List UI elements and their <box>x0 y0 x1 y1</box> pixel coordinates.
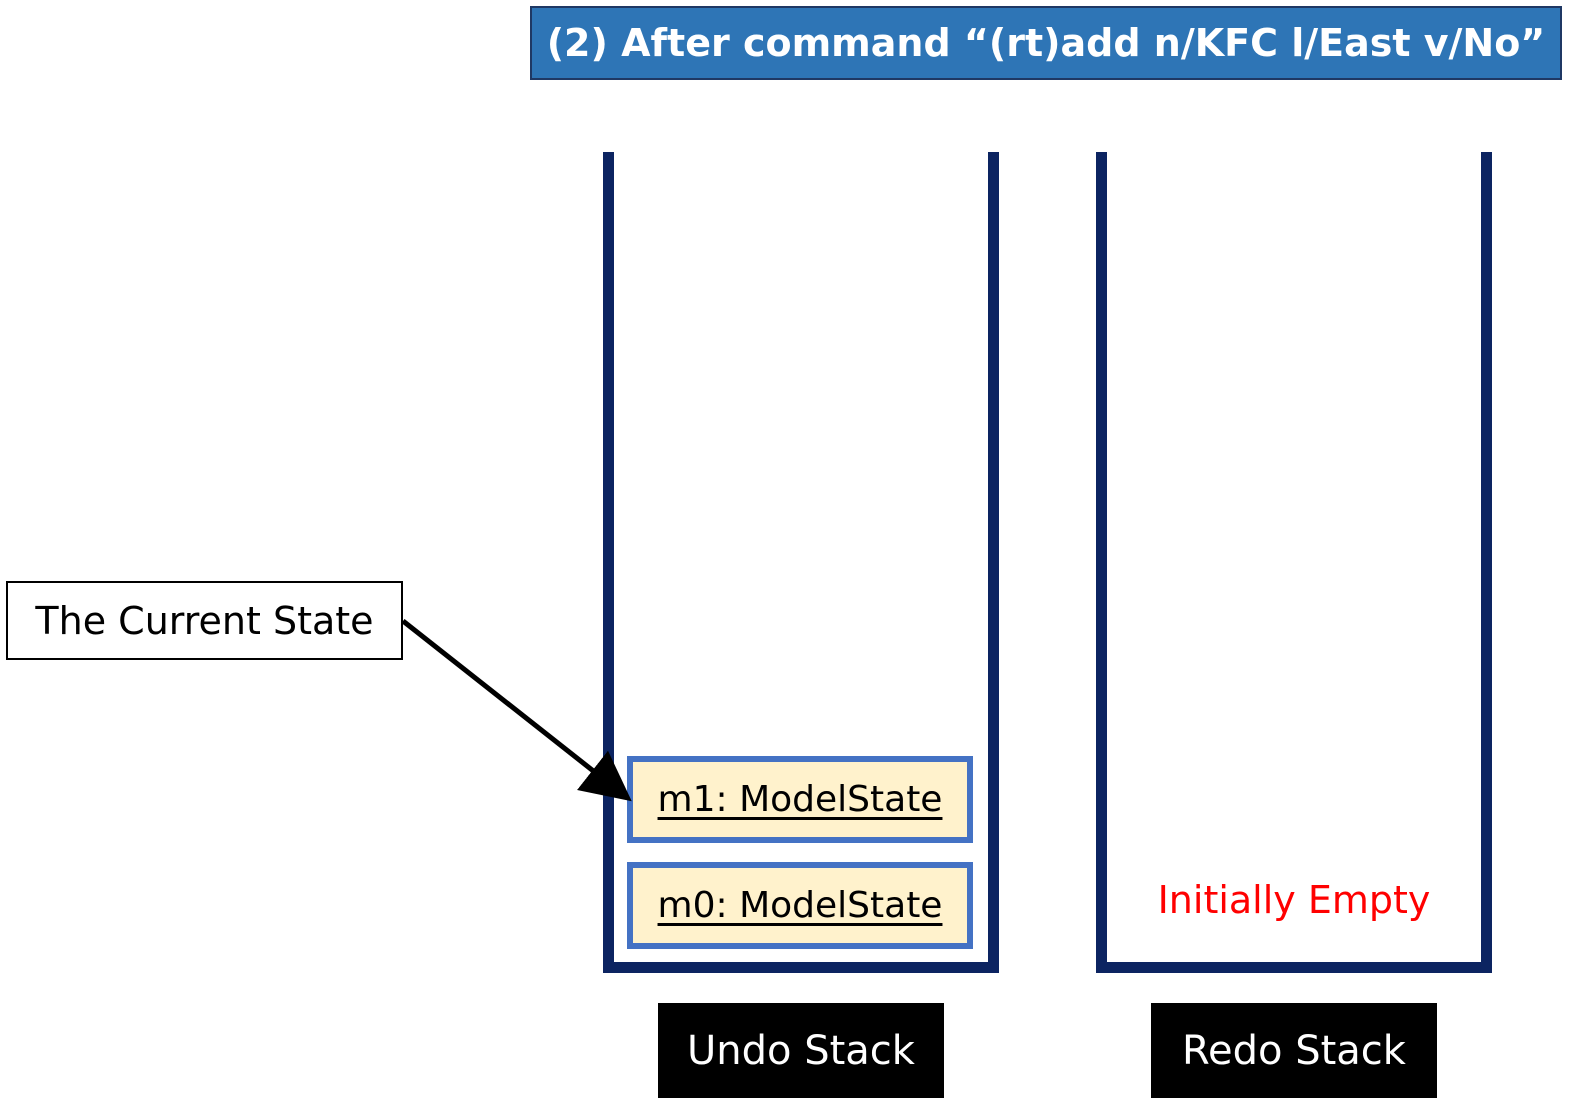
redo-empty-text: Initially Empty <box>1157 878 1431 922</box>
redo-stack-label-text: Redo Stack <box>1182 1027 1406 1074</box>
current-state-callout: The Current State <box>6 581 403 660</box>
title-banner: (2) After command “(rt)add n/KFC l/East … <box>530 6 1562 80</box>
undo-stack-container <box>603 152 999 973</box>
redo-stack-label: Redo Stack <box>1151 1003 1437 1098</box>
title-text: (2) After command “(rt)add n/KFC l/East … <box>546 21 1546 65</box>
model-state-m1-label: m1: ModelState <box>657 779 943 820</box>
model-state-m1: m1: ModelState <box>627 756 973 843</box>
redo-stack-container <box>1096 152 1492 973</box>
arrow-line <box>401 619 632 802</box>
undo-stack-label: Undo Stack <box>658 1003 944 1098</box>
undo-stack-label-text: Undo Stack <box>687 1027 915 1074</box>
model-state-m0-label: m0: ModelState <box>657 885 943 926</box>
model-state-m0: m0: ModelState <box>627 862 973 949</box>
current-state-text: The Current State <box>35 598 374 643</box>
